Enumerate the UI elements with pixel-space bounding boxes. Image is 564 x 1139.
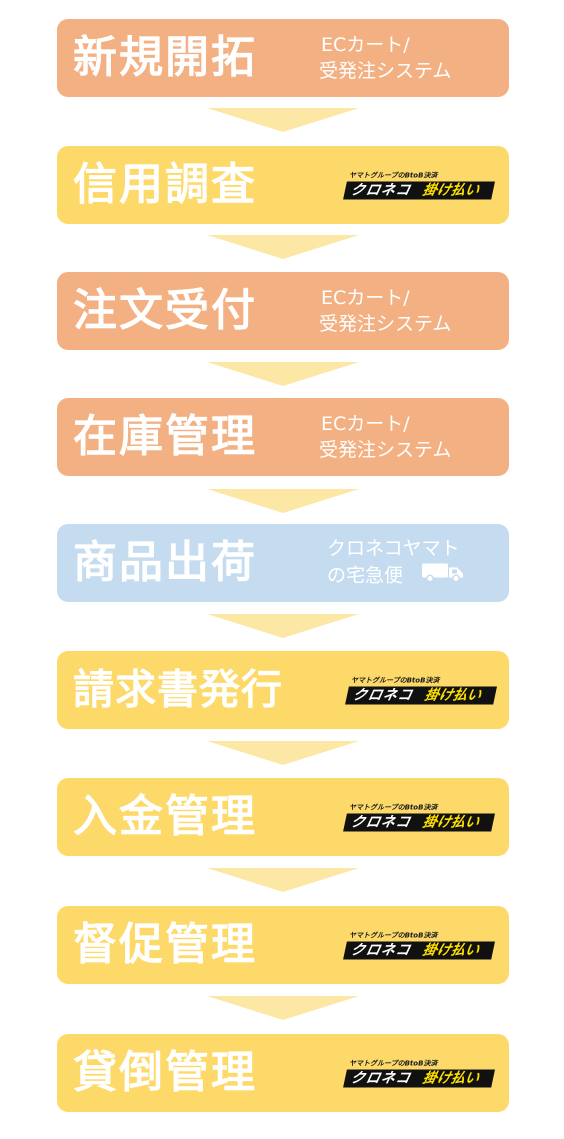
down-arrow: [207, 362, 359, 386]
system-label-line2: 受発注システム: [319, 439, 452, 461]
system-label-line2: 受発注システム: [319, 313, 452, 335]
step-title: 在庫管理: [73, 411, 257, 462]
step-title: 入金管理: [73, 791, 257, 842]
step-bad-debt: 貸倒管理 ヤマトグループのBtoB決済 クロネコ 掛け払い: [57, 1034, 509, 1112]
truck-icon: [421, 562, 465, 591]
logo-brand: クロネコ: [349, 942, 413, 959]
logo-product: 掛け払い: [421, 941, 495, 960]
step-title: 注文受付: [73, 285, 257, 336]
step-new-customer: 新規開拓 ECカート/ 受発注システム: [57, 19, 509, 97]
step-payment: 入金管理 ヤマトグループのBtoB決済 クロネコ 掛け払い: [57, 778, 509, 856]
step-title: 貸倒管理: [73, 1047, 257, 1098]
step-dunning: 督促管理 ヤマトグループのBtoB決済 クロネコ 掛け払い: [57, 906, 509, 984]
logo-band: クロネコ 掛け払い: [343, 1069, 495, 1088]
logo-tagline: ヤマトグループのBtoB決済: [349, 803, 438, 812]
delivery-label-line2: の宅急便: [327, 564, 404, 587]
down-arrow: [207, 996, 359, 1020]
step-credit-check: 信用調査 ヤマトグループのBtoB決済 クロネコ 掛け払い: [57, 146, 509, 224]
logo-product: 掛け払い: [421, 181, 495, 200]
down-arrow: [207, 868, 359, 892]
logo-band: クロネコ 掛け払い: [345, 686, 497, 705]
system-label-line2: 受発注システム: [319, 60, 452, 82]
logo-tagline: ヤマトグループのBtoB決済: [351, 676, 440, 685]
step-system-label: ECカート/ 受発注システム: [319, 32, 451, 84]
step-order-receipt: 注文受付 ECカート/ 受発注システム: [57, 272, 509, 350]
logo-brand: クロネコ: [349, 814, 413, 831]
step-invoice: 請求書発行 ヤマトグループのBtoB決済 クロネコ 掛け払い: [57, 651, 509, 729]
step-system-label: ECカート/ 受発注システム: [319, 411, 451, 463]
down-arrow: [207, 741, 359, 765]
kuroneko-logo: ヤマトグループのBtoB決済 クロネコ 掛け払い: [343, 803, 495, 832]
logo-band: クロネコ 掛け払い: [343, 813, 495, 832]
system-label-line1: ECカート/: [321, 34, 410, 56]
logo-band: クロネコ 掛け払い: [343, 941, 495, 960]
step-title: 請求書発行: [73, 665, 283, 714]
kuroneko-logo: ヤマトグループのBtoB決済 クロネコ 掛け払い: [343, 171, 495, 200]
logo-tagline: ヤマトグループのBtoB決済: [349, 931, 438, 940]
step-title: 新規開拓: [73, 32, 257, 83]
logo-band: クロネコ 掛け払い: [343, 181, 495, 200]
step-system-label: ECカート/ 受発注システム: [319, 285, 451, 337]
delivery-label: クロネコヤマト の宅急便: [327, 536, 465, 591]
kuroneko-logo: ヤマトグループのBtoB決済 クロネコ 掛け払い: [345, 676, 497, 705]
logo-brand: クロネコ: [349, 182, 413, 199]
logo-brand: クロネコ: [349, 1070, 413, 1087]
kuroneko-logo: ヤマトグループのBtoB決済 クロネコ 掛け払い: [343, 931, 495, 960]
step-title: 商品出荷: [73, 537, 257, 588]
down-arrow: [207, 235, 359, 259]
step-title: 信用調査: [73, 159, 257, 210]
down-arrow: [207, 614, 359, 638]
logo-product: 掛け払い: [423, 686, 497, 705]
kuroneko-logo: ヤマトグループのBtoB決済 クロネコ 掛け払い: [343, 1059, 495, 1088]
delivery-label-line1: クロネコヤマト: [327, 537, 460, 560]
down-arrow: [207, 489, 359, 513]
logo-product: 掛け払い: [421, 813, 495, 832]
logo-tagline: ヤマトグループのBtoB決済: [349, 171, 438, 180]
step-shipping: 商品出荷 クロネコヤマト の宅急便: [57, 524, 509, 602]
logo-brand: クロネコ: [351, 687, 415, 704]
down-arrow: [207, 108, 359, 132]
system-label-line1: ECカート/: [321, 287, 410, 309]
step-inventory: 在庫管理 ECカート/ 受発注システム: [57, 398, 509, 476]
logo-tagline: ヤマトグループのBtoB決済: [349, 1059, 438, 1068]
system-label-line1: ECカート/: [321, 413, 410, 435]
logo-product: 掛け払い: [421, 1069, 495, 1088]
step-title: 督促管理: [73, 919, 257, 970]
